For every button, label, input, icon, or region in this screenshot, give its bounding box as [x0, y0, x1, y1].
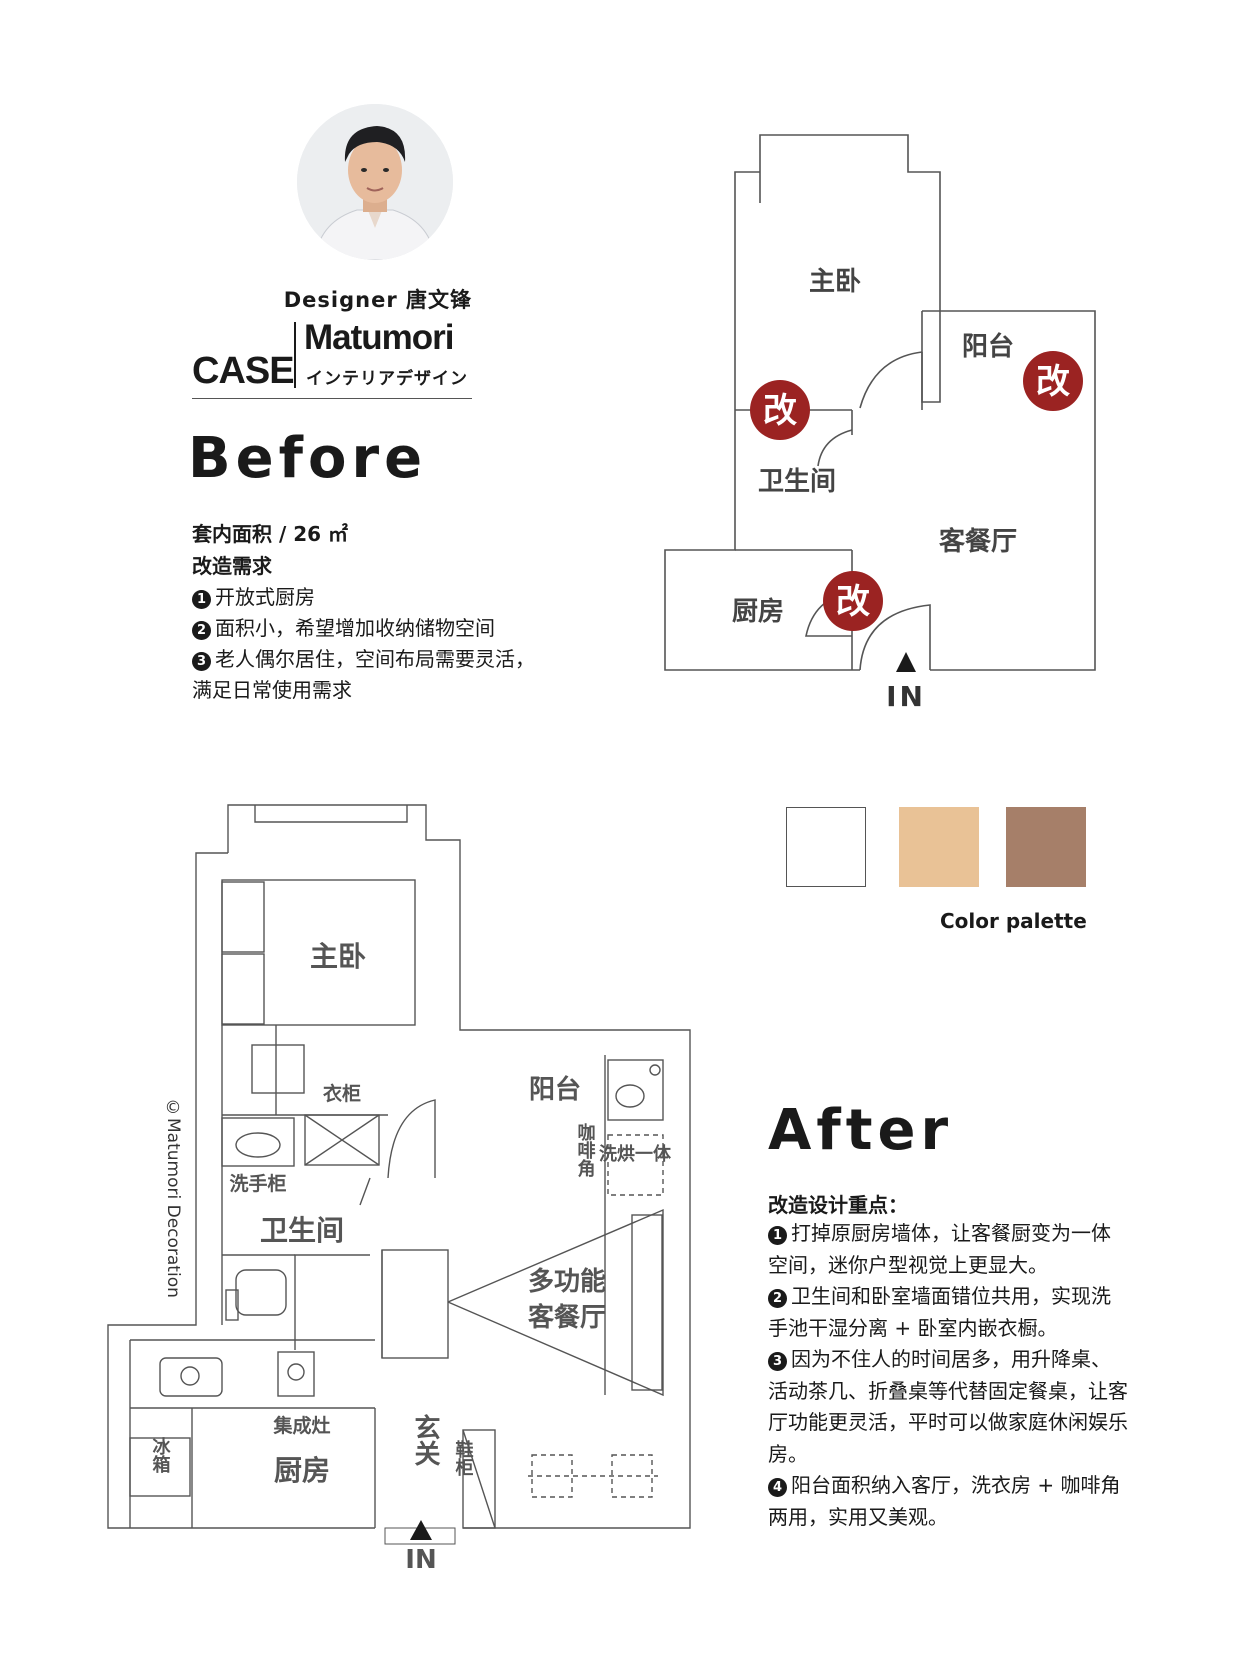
- color-swatch-white: [786, 807, 866, 887]
- after-room-living-line1: 多功能: [528, 1266, 606, 1297]
- palette-label: Color palette: [940, 909, 1087, 933]
- after-label-coffee: 咖啡角: [575, 1123, 596, 1178]
- avatar-illustration: [297, 104, 453, 260]
- design-focus-title: 改造设计重点：: [768, 1193, 908, 1217]
- requirement-item: 满足日常使用需求: [192, 678, 352, 702]
- after-room-kitchen: 厨房: [274, 1454, 330, 1487]
- before-room-living: 客餐厅: [939, 526, 1017, 557]
- entry-arrow-icon: [410, 1520, 432, 1540]
- after-label-fridge: 冰箱: [150, 1436, 171, 1474]
- before-heading: Before: [188, 426, 428, 491]
- after-floor-plan: 主卧 衣柜 阳台 洗手柜 卫生间 多功能 客餐厅 集成灶 厨房 咖啡角 洗烘一体…: [107, 804, 691, 1570]
- svg-text:改: 改: [763, 391, 797, 431]
- svg-text:改: 改: [836, 582, 870, 622]
- designer-avatar: [297, 104, 453, 260]
- after-label-washer: 洗烘一体: [599, 1143, 672, 1165]
- after-room-living-line2: 客餐厅: [528, 1302, 606, 1333]
- color-swatch-brown: [1006, 807, 1086, 887]
- case-label: CASE: [192, 350, 295, 392]
- before-room-balcony: 阳台: [962, 331, 1014, 362]
- after-label-wardrobe: 衣柜: [323, 1082, 361, 1105]
- after-room-foyer: 玄关: [410, 1413, 440, 1466]
- before-room-master: 主卧: [809, 267, 861, 297]
- requirements-title: 改造需求: [192, 554, 272, 578]
- after-entry-label: IN: [405, 1545, 436, 1570]
- after-room-balcony: 阳台: [529, 1074, 581, 1105]
- change-badge: 改: [750, 380, 810, 440]
- entry-arrow-icon: [896, 652, 916, 672]
- after-heading: After: [768, 1098, 954, 1163]
- designer-name: Designer 唐文锋: [283, 288, 472, 312]
- color-swatch-beige: [899, 807, 979, 887]
- watermark: ©Matumori Decoration: [163, 1098, 183, 1298]
- after-room-bath: 卫生间: [260, 1214, 344, 1247]
- brand-subtitle: インテリアデザイン: [306, 369, 468, 389]
- before-room-bath: 卫生间: [758, 467, 836, 497]
- change-badge: 改: [823, 571, 883, 631]
- brand-logo: Matumori: [304, 318, 454, 357]
- after-label-sink-cabinet: 洗手柜: [229, 1172, 286, 1195]
- area-text: 套内面积 / 26 ㎡: [192, 522, 349, 546]
- change-badge: 改: [1023, 351, 1083, 411]
- after-label-stove: 集成灶: [272, 1414, 330, 1437]
- case-divider: [294, 322, 296, 388]
- before-room-kitchen: 厨房: [732, 597, 784, 627]
- header-rule: [192, 398, 472, 399]
- before-entry-label: IN: [886, 680, 926, 713]
- svg-text:改: 改: [1036, 362, 1070, 402]
- after-room-master: 主卧: [310, 940, 366, 973]
- after-label-shoe-cabinet: 鞋柜: [453, 1439, 474, 1477]
- before-floor-plan: 主卧 阳台 卫生间 客餐厅 厨房 改 改 改 IN: [664, 134, 1096, 713]
